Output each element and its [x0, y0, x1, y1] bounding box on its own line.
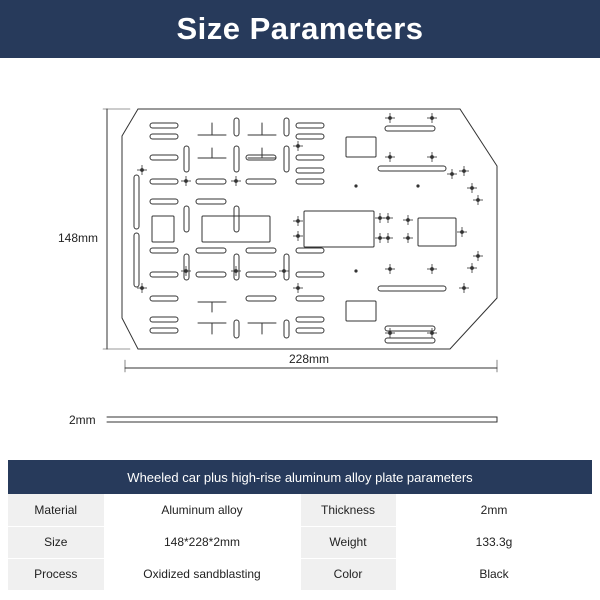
mount-hole	[427, 152, 437, 162]
param-key: Color	[300, 558, 397, 591]
plate-drawing	[102, 108, 498, 423]
table-row: Size 148*228*2mm Weight 133.3g	[8, 526, 593, 559]
mount-hole	[181, 176, 191, 186]
mount-hole	[385, 264, 395, 274]
mount-hole	[137, 283, 147, 293]
mount-hole	[137, 165, 147, 175]
mount-hole	[427, 328, 437, 338]
mount-hole	[385, 328, 395, 338]
mount-hole	[293, 216, 303, 226]
mount-hole	[447, 169, 457, 179]
mount-hole	[181, 266, 191, 276]
mount-hole	[473, 251, 483, 261]
param-value: 148*228*2mm	[103, 526, 301, 559]
mount-hole	[231, 266, 241, 276]
thickness-dimension-label: 2mm	[69, 413, 96, 427]
table-title: Wheeled car plus high-rise aluminum allo…	[8, 460, 592, 494]
mount-hole	[293, 283, 303, 293]
param-value: Aluminum alloy	[103, 494, 301, 527]
mount-hole	[383, 233, 393, 243]
width-dimension-label: 228mm	[289, 352, 330, 366]
mount-hole	[231, 176, 241, 186]
mount-hole	[383, 213, 393, 223]
mount-hole	[459, 166, 469, 176]
mount-hole	[279, 266, 289, 276]
table-row: Process Oxidized sandblasting Color Blac…	[8, 558, 593, 591]
param-key: Process	[8, 558, 105, 591]
param-value: 133.3g	[395, 526, 593, 559]
mount-hole	[293, 141, 303, 151]
mount-hole	[473, 195, 483, 205]
param-value: Black	[395, 558, 593, 591]
mount-hole	[457, 227, 467, 237]
mount-hole	[467, 183, 477, 193]
param-key: Size	[8, 526, 105, 559]
page-header: Size Parameters	[0, 0, 600, 58]
mount-hole	[427, 264, 437, 274]
params-grid: Material Aluminum alloy Thickness 2mm Si…	[8, 494, 593, 591]
mount-hole	[467, 263, 477, 273]
param-key: Material	[8, 494, 105, 527]
mount-hole	[385, 152, 395, 162]
height-dimension-label: 148mm	[58, 231, 99, 245]
param-key: Weight	[300, 526, 397, 559]
mount-hole	[403, 233, 413, 243]
mount-hole	[293, 231, 303, 241]
param-key: Thickness	[300, 494, 397, 527]
mount-hole	[459, 283, 469, 293]
mount-hole	[427, 113, 437, 123]
mount-hole	[403, 215, 413, 225]
mount-hole	[385, 113, 395, 123]
parameters-table: Wheeled car plus high-rise aluminum allo…	[8, 460, 593, 598]
table-row: Material Aluminum alloy Thickness 2mm	[8, 494, 593, 527]
param-value: Oxidized sandblasting	[103, 558, 301, 591]
page-title: Size Parameters	[176, 11, 424, 46]
plate-outline	[121, 108, 498, 350]
param-value: 2mm	[395, 494, 593, 527]
technical-drawing: 148mm 228mm 2mm	[0, 58, 600, 458]
